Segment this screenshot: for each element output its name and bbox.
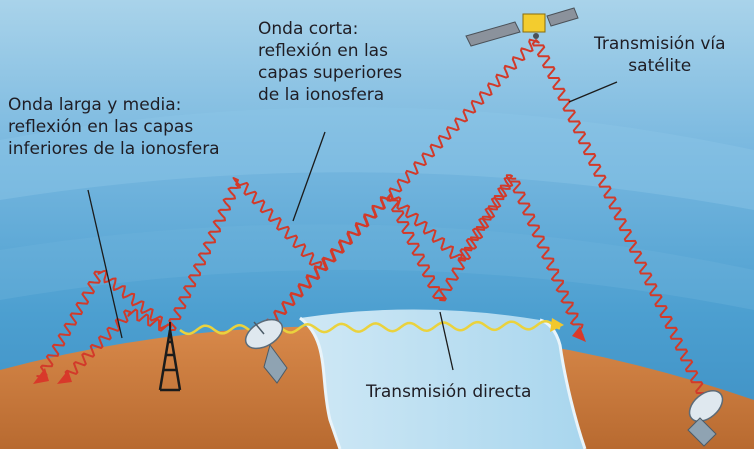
direct-transmission-label: Transmisión directa xyxy=(366,381,531,403)
label-line: satélite xyxy=(628,56,692,76)
long-wave-label: Onda larga y media: reflexión en las cap… xyxy=(8,94,220,160)
dish-antenna-icon xyxy=(244,318,288,384)
long-wave-path xyxy=(36,269,173,378)
label-line: Onda larga y media: xyxy=(8,95,182,115)
sea xyxy=(300,309,585,449)
coastline xyxy=(539,318,587,449)
arrow-head xyxy=(57,370,72,384)
dish-antenna-icon xyxy=(687,389,724,447)
satellite-icon xyxy=(465,7,579,47)
label-line: reflexión en las capas xyxy=(8,117,194,137)
leader-line xyxy=(292,131,326,222)
coastline xyxy=(299,316,342,449)
arrow-head xyxy=(33,368,49,384)
leader-line xyxy=(87,189,123,339)
long-wave-path xyxy=(64,308,171,382)
label-line: reflexión en las xyxy=(258,41,388,61)
leader-line xyxy=(439,311,454,371)
label-line: Transmisión directa xyxy=(366,382,532,402)
label-line: Transmisión vía xyxy=(594,34,726,54)
arrow-head xyxy=(572,326,586,342)
lower-ionosphere-layer xyxy=(0,224,754,310)
direct-transmission-path xyxy=(179,319,561,336)
transmitter-tower-icon xyxy=(158,322,182,392)
label-line: Onda corta: xyxy=(258,19,359,39)
arrow-head xyxy=(550,318,564,332)
satellite-path xyxy=(263,38,709,405)
short-wave-path xyxy=(168,174,584,337)
wave-paths xyxy=(36,38,709,405)
label-line: capas superiores xyxy=(258,63,403,83)
label-line: inferiores de la ionosfera xyxy=(8,139,220,159)
leader-line xyxy=(568,81,618,103)
label-line: de la ionosfera xyxy=(258,85,385,105)
short-wave-label: Onda corta: reflexión en las capas super… xyxy=(258,18,402,106)
satellite-label: Transmisión vía satélite xyxy=(594,33,726,77)
upper-ionosphere-layer xyxy=(0,107,754,210)
